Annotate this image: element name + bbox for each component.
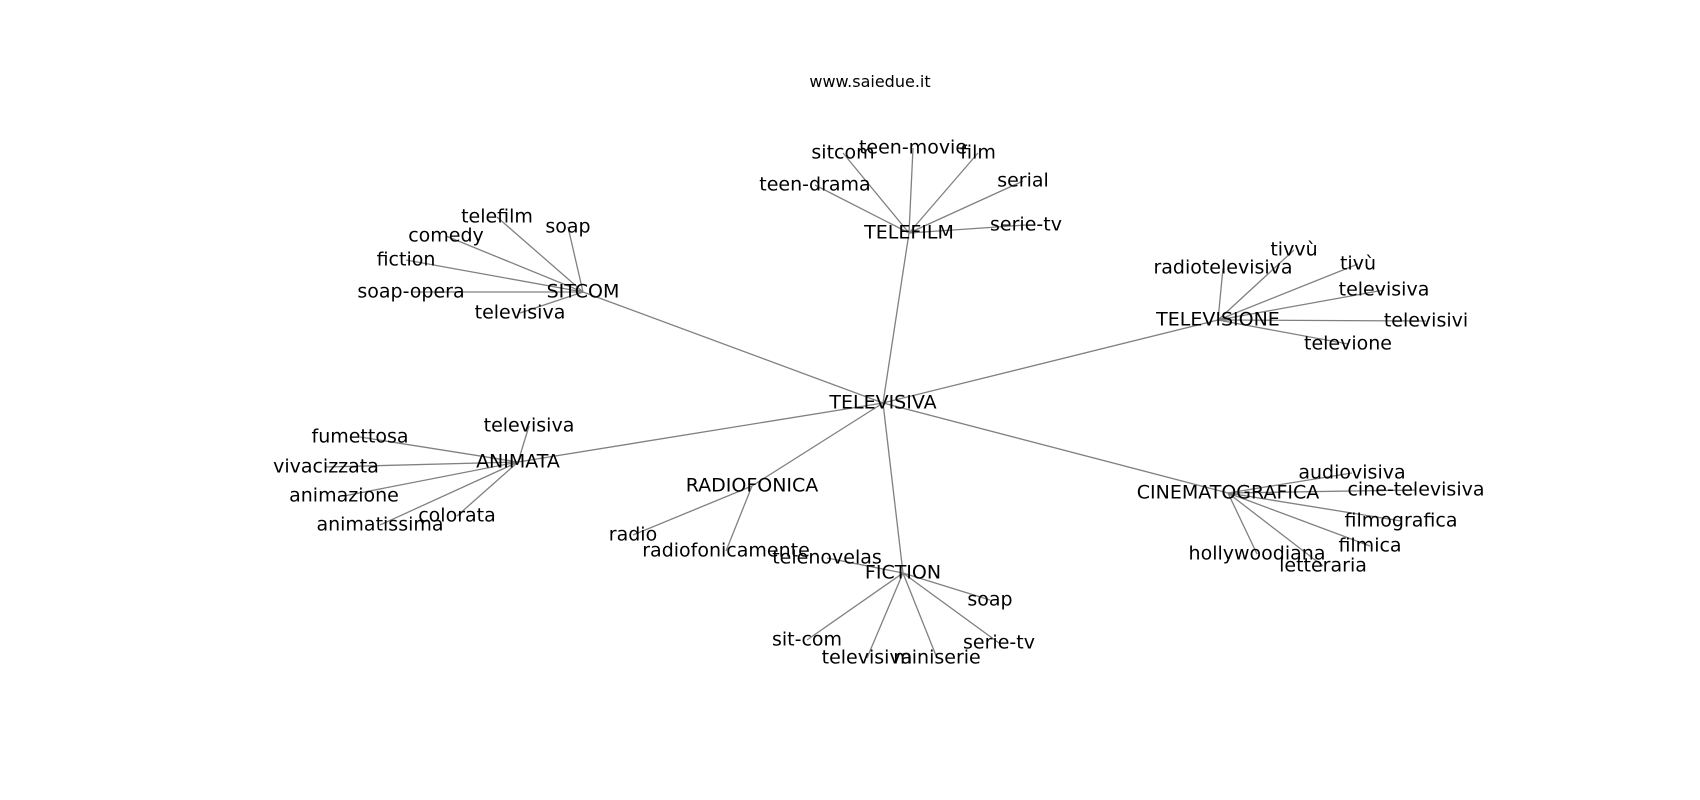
node-leaf-televisione-televisiva: televisiva (1339, 279, 1430, 301)
node-leaf-sitcom-soap: soap (545, 216, 590, 238)
edge-fiction-sit-com (806, 572, 904, 641)
node-leaf-cinematografica-filmografica: filmografica (1345, 510, 1458, 532)
node-leaf-animata-colorata: colorata (418, 505, 496, 527)
edge-telefilm-teen-drama (814, 184, 910, 234)
node-leaf-fiction-sit-com: sit-com (772, 629, 842, 651)
node-leaf-cinematografica-audiovisiva: audiovisiva (1298, 462, 1405, 484)
node-leaf-animata-animatissima: animatissima (316, 514, 443, 536)
edge-center-radiofonica (751, 402, 884, 487)
edge-animata-vivacizzata (325, 461, 519, 468)
node-leaf-telefilm-teen-drama: teen-drama (759, 174, 870, 196)
node-hub-cinematografica: CINEMATOGRAFICA (1137, 482, 1320, 504)
node-leaf-sitcom-televisiva: televisiva (475, 302, 566, 324)
edge-televisione-televisivi (1217, 319, 1427, 322)
node-center-televisiva: TELEVISIVA (828, 392, 936, 414)
node-leaf-sitcom-comedy: comedy (408, 225, 484, 247)
edge-televisione-televisiva (1217, 289, 1385, 321)
edge-televisione-tivvu (1217, 249, 1295, 321)
edge-televisione-televione (1217, 319, 1349, 345)
edge-cinematografica-filmografica (1227, 492, 1402, 522)
node-leaf-fiction-miniserie: miniserie (893, 647, 980, 669)
node-leaf-animata-vivacizzata: vivacizzata (273, 456, 379, 478)
node-leaf-animata-televisiva: televisiva (484, 415, 575, 437)
edge-telefilm-serial (908, 180, 1024, 234)
edge-fiction-televisiva (866, 572, 904, 659)
edge-center-animata (517, 402, 884, 463)
node-leaf-animata-animazione: animazione (289, 485, 399, 507)
edge-animata-fumettosa (359, 436, 519, 463)
edge-televisione-tivu (1217, 263, 1359, 321)
node-leaf-cinematografica-letteraria: letteraria (1279, 555, 1367, 577)
edge-cinematografica-filmica (1227, 492, 1371, 547)
edge-center-televisione (882, 319, 1219, 404)
edge-center-sitcom (582, 291, 884, 404)
node-leaf-telefilm-teen-movie: teen-movie (859, 137, 967, 159)
edge-animata-animazione (343, 461, 519, 497)
edge-fiction-telenovelas (826, 557, 904, 574)
site-label: www.saiedue.it (809, 72, 931, 91)
edge-fiction-soap (902, 572, 991, 601)
node-hub-fiction: FICTION (865, 562, 941, 584)
edge-center-fiction (882, 402, 904, 574)
node-leaf-radiofonica-radio: radio (609, 524, 657, 546)
node-leaf-animata-fumettosa: fumettosa (312, 426, 409, 448)
edge-animata-animatissima (379, 461, 519, 526)
node-hub-radiofonica: RADIOFONICA (686, 475, 819, 497)
node-leaf-fiction-telenovelas: telenovelas (772, 547, 882, 569)
node-leaf-telefilm-serial: serial (997, 170, 1049, 192)
edge-sitcom-televisiva (519, 291, 584, 314)
edge-telefilm-film (908, 152, 979, 234)
edge-animata-televisiva (517, 425, 530, 463)
node-hub-telefilm: TELEFILM (863, 222, 954, 244)
node-leaf-televisione-tivu: tivù (1340, 253, 1376, 275)
edge-animata-colorata (456, 461, 519, 517)
node-leaf-cinematografica-cine-televisiva: cine-televisiva (1347, 479, 1484, 501)
edge-cinematografica-audiovisiva (1227, 472, 1353, 494)
node-leaf-telefilm-film: film (960, 142, 996, 164)
edge-fiction-miniserie (902, 572, 938, 659)
edge-cinematografica-letteraria (1227, 492, 1324, 567)
edge-sitcom-telefilm (496, 216, 584, 293)
node-leaf-fiction-serie-tv: serie-tv (963, 632, 1035, 654)
node-leaf-telefilm-sitcom: sitcom (811, 142, 874, 164)
edge-telefilm-teen-movie (908, 147, 914, 234)
node-leaf-fiction-televisiva: televisiva (822, 647, 913, 669)
edge-sitcom-comedy (445, 235, 584, 293)
node-leaf-televisione-televisivi: televisivi (1384, 310, 1468, 332)
edge-center-cinematografica (882, 402, 1229, 494)
node-hub-televisione: TELEVISIONE (1155, 309, 1280, 331)
edge-telefilm-serie-tv (908, 224, 1027, 234)
node-hub-animata: ANIMATA (476, 451, 560, 473)
node-leaf-sitcom-soap-opera: soap-opera (357, 281, 464, 303)
node-leaf-sitcom-telefilm: telefilm (461, 206, 533, 228)
edge-center-telefilm (882, 232, 910, 404)
edge-radiofonica-radiofonicamente (725, 485, 753, 552)
node-leaf-telefilm-serie-tv: serie-tv (990, 214, 1062, 236)
edge-telefilm-sitcom (842, 152, 910, 234)
edge-sitcom-fiction (405, 259, 584, 293)
node-leaf-televisione-tivvu: tivvù (1270, 239, 1317, 261)
node-leaf-fiction-soap: soap (967, 589, 1012, 611)
edge-cinematografica-hollywoodiana (1227, 492, 1258, 555)
node-leaf-cinematografica-filmica: filmica (1338, 535, 1401, 557)
node-leaf-sitcom-fiction: fiction (377, 249, 436, 271)
node-leaf-televisione-televione: televione (1304, 333, 1392, 355)
edge-cinematografica-cine-televisiva (1227, 489, 1417, 494)
node-leaf-radiofonica-radiofonicamente: radiofonicamente (642, 540, 810, 562)
edge-televisione-radiotelevisiva (1217, 267, 1224, 321)
edge-radiofonica-radio (632, 485, 753, 536)
node-leaf-televisione-radiotelevisiva: radiotelevisiva (1153, 257, 1292, 279)
edge-sitcom-soap (567, 226, 584, 293)
node-hub-sitcom: SITCOM (547, 281, 620, 303)
edge-fiction-serie-tv (902, 572, 1000, 644)
node-leaf-cinematografica-hollywoodiana: hollywoodiana (1189, 543, 1326, 565)
